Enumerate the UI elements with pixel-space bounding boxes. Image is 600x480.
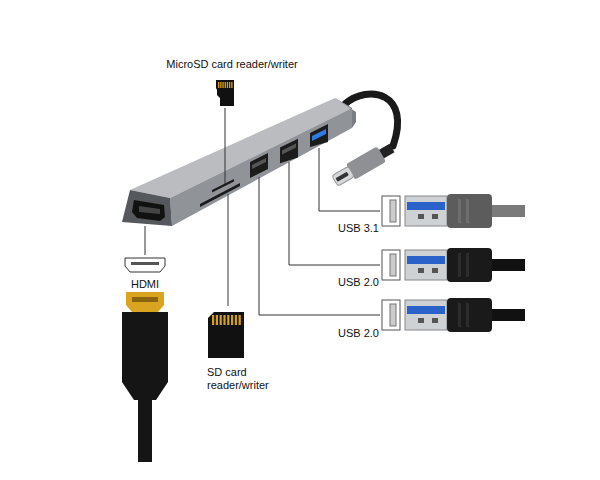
card-contact: [225, 82, 226, 88]
usb-port: [250, 153, 268, 178]
usb-c-plug: [330, 140, 396, 189]
plug-grip: [466, 253, 469, 277]
hdmi-port: [132, 200, 165, 221]
usb-socket-tongue: [390, 200, 396, 222]
card-contact: [227, 82, 228, 88]
plug-shell: [405, 196, 447, 226]
hdmi-socket-pins: [131, 262, 159, 265]
card-contact: [216, 315, 218, 325]
card-contact: [218, 82, 219, 88]
hdmi-cable: [138, 398, 152, 462]
leader-line: [259, 177, 380, 315]
plug-grip: [466, 303, 469, 327]
card-contact: [223, 315, 225, 325]
port-label: MicroSD card reader/writer: [166, 58, 297, 71]
plug-slot: [336, 172, 349, 182]
sd-card: [208, 312, 244, 358]
card-contact: [212, 315, 214, 325]
card-contact: [220, 315, 222, 325]
leader-line: [225, 108, 226, 184]
leader-line: [228, 194, 229, 306]
leader-line: [289, 162, 380, 265]
usb-socket-icon: [382, 300, 400, 330]
plug-cable: [492, 309, 525, 321]
usb-port: [280, 139, 298, 164]
card-contact: [229, 82, 230, 88]
card-contact: [231, 315, 233, 325]
plug-hole: [418, 268, 424, 273]
usb-port-tongue: [312, 129, 326, 141]
plug-cable: [492, 259, 525, 271]
usb-a-plug: [405, 248, 525, 282]
hdmi-socket-icon: [125, 258, 165, 272]
usb-port-tongue: [282, 144, 296, 155]
usb-port: [310, 124, 328, 147]
card-contact: [235, 315, 237, 325]
port-label: USB 2.0: [338, 276, 379, 289]
card-contact: [220, 82, 221, 88]
plug-body: [447, 248, 492, 282]
hub-front-face: [170, 108, 352, 226]
hdmi-plug-opening: [132, 297, 158, 302]
plug-body: [447, 298, 492, 332]
plug-cable: [492, 205, 525, 217]
port-label: SD card reader/writer: [207, 366, 281, 392]
port-label: USB 2.0: [338, 327, 379, 340]
plug-hole: [418, 318, 424, 323]
hdmi-plug-body: [122, 312, 168, 400]
card-contact: [231, 82, 232, 88]
plug-hole: [432, 318, 438, 323]
card-contact: [227, 315, 229, 325]
plug-hole: [418, 214, 424, 219]
port-label: USB 3.1: [338, 222, 379, 235]
plug-shell: [405, 250, 447, 280]
usb-socket-tongue: [390, 304, 396, 326]
plug-insert: [407, 256, 445, 264]
leader-line: [319, 148, 380, 211]
usb-a-plug: [405, 194, 525, 228]
plug-insert: [407, 306, 445, 314]
plug-hole: [432, 268, 438, 273]
plug-grip: [458, 253, 461, 277]
plug-hole: [432, 214, 438, 219]
sd-slot: [200, 183, 240, 207]
leader-line: [145, 226, 146, 255]
usb-port-tongue: [252, 158, 266, 169]
card-contact: [239, 315, 241, 325]
plug-tip: [332, 166, 354, 186]
usb-socket-tongue: [390, 254, 396, 276]
plug-grip: [466, 199, 469, 223]
usb-a-plug: [405, 298, 525, 332]
plug-grip: [458, 303, 461, 327]
hdmi-plug-tip: [126, 292, 164, 312]
card-contact: [222, 82, 223, 88]
plug-insert: [407, 202, 445, 210]
plug-grip: [458, 199, 461, 223]
usb-socket-icon: [382, 250, 400, 280]
plug-shell: [405, 300, 447, 330]
plug-body: [447, 194, 492, 228]
hub-right-end: [335, 98, 356, 128]
port-label: HDMI: [131, 278, 159, 291]
microsd-card: [216, 80, 234, 106]
hdmi-port-inner: [139, 206, 160, 214]
usb-socket-icon: [382, 196, 400, 226]
hub-left-end: [122, 190, 172, 226]
